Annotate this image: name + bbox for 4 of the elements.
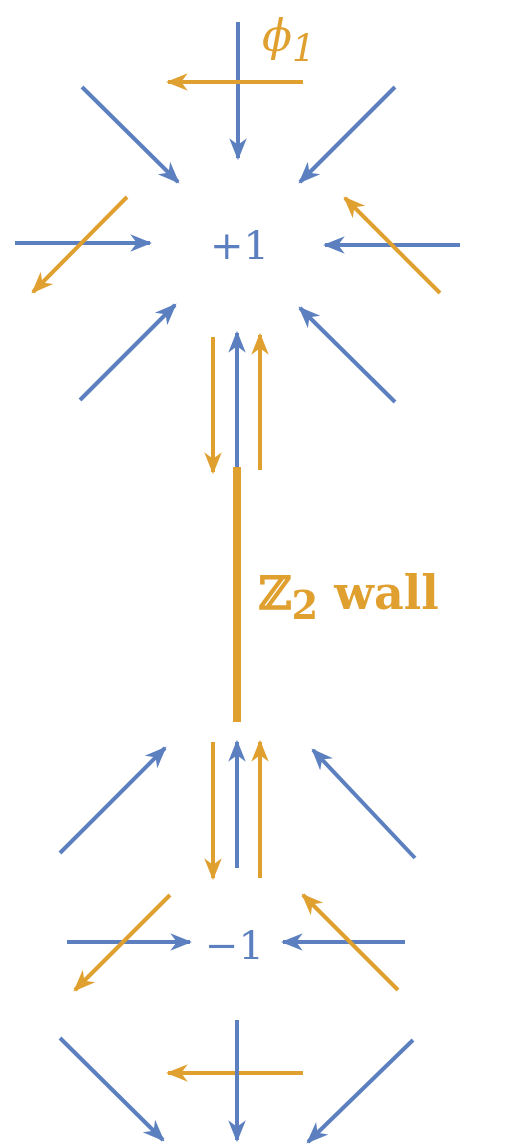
vacuum-label: +1: [210, 225, 269, 265]
field-label: ϕ$_{1}$: [262, 14, 316, 68]
vacuum-label: −1: [205, 925, 264, 965]
wall-label: ℤ$_{2}$ wall: [258, 570, 439, 626]
